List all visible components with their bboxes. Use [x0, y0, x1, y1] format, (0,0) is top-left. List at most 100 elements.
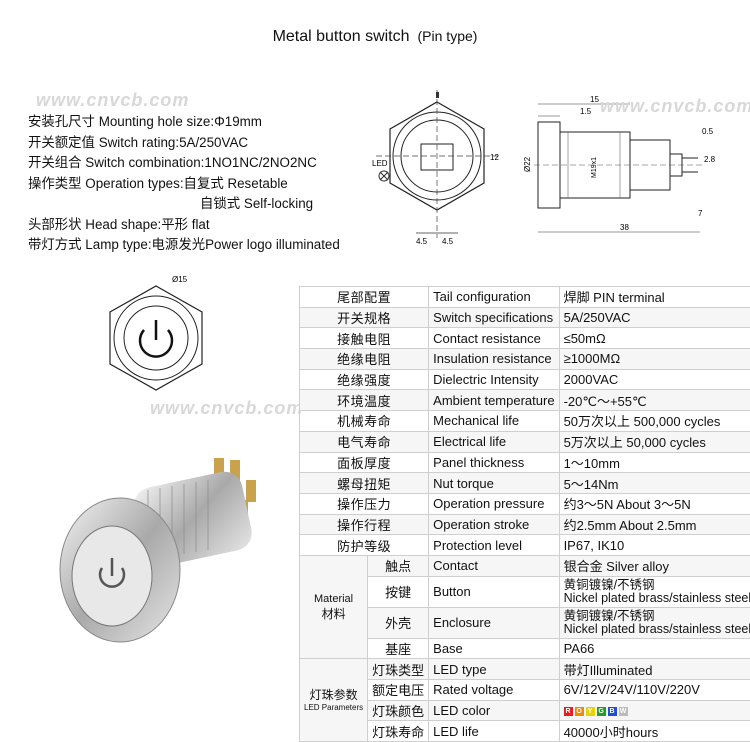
row-label-en: Operation pressure [429, 493, 559, 514]
watermark: www.cnvcb.com [600, 96, 750, 117]
spec-lamp-type: 带灯方式 Lamp type:电源发光Power logo illuminate… [28, 235, 340, 256]
row-label-zh: 接触电阻 [300, 328, 429, 349]
row-label-en: Contact [429, 555, 559, 576]
row-value: 带灯Illuminated [559, 659, 750, 680]
row-value: 50万次以上 500,000 cycles [559, 411, 750, 432]
dim-front-height: 12 [490, 153, 499, 162]
dim-side-38: 38 [620, 223, 629, 232]
row-value: 5～14Nm [559, 473, 750, 494]
spec-operation-types: 操作类型 Operation types:自复式 Resetable [28, 174, 340, 195]
row-label-en: LED type [429, 659, 559, 680]
row-label-en: Rated voltage [429, 680, 559, 701]
row-label-en: LED color [429, 700, 559, 721]
row-label-zh: 电气寿命 [300, 431, 429, 452]
dim-top-dia15: Ø15 [172, 275, 188, 284]
row-value: 2000VAC [559, 369, 750, 390]
row-value: 约3～5N About 3～5N [559, 493, 750, 514]
row-value: 6V/12V/24V/110V/220V [559, 680, 750, 701]
dim-side-1-5: 1.5 [580, 107, 592, 116]
row-label-en: Operation stroke [429, 514, 559, 535]
spec-switch-rating: 开关额定值 Switch rating:5A/250VAC [28, 133, 340, 154]
row-label-zh: 操作压力 [300, 493, 429, 514]
row-value: 约2.5mm About 2.5mm [559, 514, 750, 535]
row-value: 银合金 Silver alloy [559, 555, 750, 576]
led-color-swatch: R [564, 707, 573, 716]
dim-front-left: 4.5 [416, 237, 428, 246]
led-color-swatch: Y [586, 707, 595, 716]
dim-side-7: 7 [698, 209, 703, 218]
row-label-zh: 基座 [368, 638, 429, 659]
row-label-en: Contact resistance [429, 328, 559, 349]
row-value: PA66 [559, 638, 750, 659]
row-label-zh: 防护等级 [300, 535, 429, 556]
spec-list: 安装孔尺寸 Mounting hole size:Φ19mm 开关额定值 Swi… [28, 112, 340, 256]
spec-self-locking: 自锁式 Self-locking [28, 194, 340, 215]
row-value: 1～10mm [559, 452, 750, 473]
front-view-drawing: LED 4.5 4.5 12 [372, 88, 502, 250]
product-photo [38, 450, 278, 670]
row-label-en: Insulation resistance [429, 349, 559, 370]
row-label-zh: 机械寿命 [300, 411, 429, 432]
watermark: www.cnvcb.com [150, 398, 303, 419]
row-label-en: Panel thickness [429, 452, 559, 473]
row-label-zh: 外壳 [368, 607, 429, 638]
led-color-swatch: B [608, 707, 617, 716]
dim-side-2-8: 2.8 [704, 155, 716, 164]
row-label-zh: 灯珠类型 [368, 659, 429, 680]
row-label-zh: 触点 [368, 555, 429, 576]
spec-switch-combination: 开关组合 Switch combination:1NO1NC/2NO2NC [28, 153, 340, 174]
row-label-zh: 按键 [368, 576, 429, 607]
row-label-zh: 操作行程 [300, 514, 429, 535]
row-label-zh: 额定电压 [368, 680, 429, 701]
row-label-en: Electrical life [429, 431, 559, 452]
row-value: ≤50mΩ [559, 328, 750, 349]
row-value: IP67, IK10 [559, 535, 750, 556]
page-title: Metal button switch(Pin type) [0, 28, 750, 46]
row-label-zh: 开关规格 [300, 307, 429, 328]
led-color-swatch: G [597, 707, 606, 716]
row-label-en: Enclosure [429, 607, 559, 638]
row-value: 焊脚 PIN terminal [559, 287, 750, 308]
led-color-swatch: O [575, 707, 584, 716]
row-label-zh: 绝缘强度 [300, 369, 429, 390]
dim-side-dia22: Ø22 [523, 156, 532, 172]
row-value: ≥1000MΩ [559, 349, 750, 370]
row-label-zh: 环境温度 [300, 390, 429, 411]
row-label-en: Ambient temperature [429, 390, 559, 411]
row-label-zh: 尾部配置 [300, 287, 429, 308]
led-color-swatch: W [619, 707, 628, 716]
row-value: -20℃～+55℃ [559, 390, 750, 411]
row-label-zh: 面板厚度 [300, 452, 429, 473]
spec-head-shape: 头部形状 Head shape:平形 flat [28, 215, 340, 236]
dim-side-0-5: 0.5 [702, 127, 714, 136]
row-label-en: Dielectric Intensity [429, 369, 559, 390]
row-label-en: Tail configuration [429, 287, 559, 308]
dim-side-thread: M19x1 [591, 157, 598, 178]
dim-side-15: 15 [590, 95, 599, 104]
row-value: 5A/250VAC [559, 307, 750, 328]
watermark: www.cnvcb.com [36, 90, 189, 111]
row-label-zh: 绝缘电阻 [300, 349, 429, 370]
row-label-en: Button [429, 576, 559, 607]
